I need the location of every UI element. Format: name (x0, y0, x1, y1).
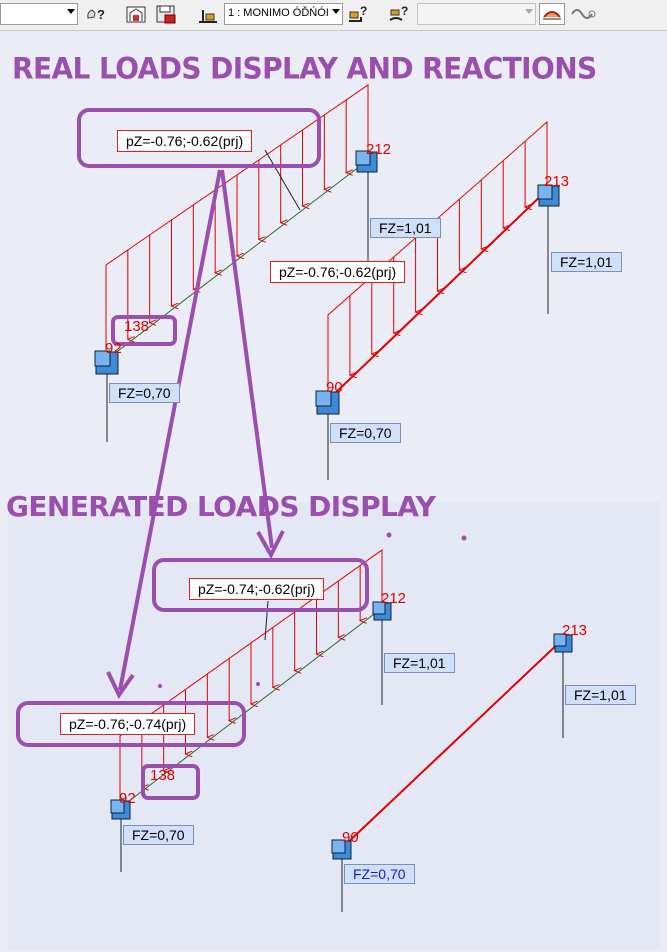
reaction-213: FZ=1,01 (551, 252, 622, 272)
structure-icon[interactable] (196, 3, 220, 25)
reaction-92: FZ=0,70 (123, 825, 194, 845)
load-label-real-right: pZ=-0.76;-0.62(prj) (270, 261, 406, 283)
load-label-real-left: pZ=-0.76;-0.62(prj) (117, 130, 253, 152)
svg-text:?: ? (360, 4, 367, 18)
help-hand-icon[interactable]: ? (84, 3, 110, 25)
real-loads-heading: REAL LOADS DISPLAY AND REACTIONS (12, 51, 597, 86)
beam-top-right (327, 189, 548, 401)
support-213-bottom (553, 633, 573, 653)
node-label-212: 212 (381, 590, 407, 607)
load-case-help-icon[interactable]: ? (347, 3, 371, 25)
save-view-icon[interactable] (154, 3, 178, 25)
annotation-frames (16, 108, 369, 800)
disabled-combo (417, 3, 536, 25)
reaction-92: FZ=0,70 (109, 383, 180, 403)
annotation-dots (158, 532, 467, 688)
reaction-212: FZ=1,01 (384, 653, 455, 673)
reaction-90: FZ=0,70 (344, 864, 415, 884)
element-label-138: 138 (124, 318, 150, 335)
beam-bottom-right (341, 639, 563, 849)
left-combo[interactable] (0, 3, 78, 25)
node-label-213: 213 (544, 173, 570, 190)
svg-text:?: ? (97, 7, 105, 22)
gallery-icon[interactable] (124, 3, 148, 25)
support-213-top (537, 184, 560, 207)
reaction-90: FZ=0,70 (330, 423, 401, 443)
beam-bottom-left (119, 607, 383, 809)
support-90-bottom (331, 839, 352, 860)
beam-top-left (105, 159, 369, 361)
annotation-arrows (106, 169, 285, 699)
node-label-92: 92 (105, 340, 122, 357)
svg-text:?: ? (401, 4, 408, 18)
node-label-90: 90 (342, 829, 359, 846)
load-help-icon[interactable]: ? (388, 3, 412, 25)
support-icons (94, 150, 573, 860)
support-212-top (355, 150, 378, 173)
chevron-down-icon[interactable] (67, 9, 75, 14)
node-label-90: 90 (326, 379, 343, 396)
toolbar: ? 1 : MONIMO ÓĎŃÓI ? ? (0, 0, 667, 31)
chevron-down-icon (525, 9, 533, 14)
wave-icon[interactable] (569, 3, 597, 25)
support-90-top (315, 390, 340, 415)
support-212-bottom (372, 601, 392, 621)
load-case-combo[interactable]: 1 : MONIMO ÓĎŃÓI (224, 3, 343, 25)
reaction-212: FZ=1,01 (370, 218, 441, 238)
reaction-lines (106, 149, 564, 912)
load-label-generated-right: pZ=-0.74;-0.62(prj) (189, 578, 325, 600)
node-label-212: 212 (366, 141, 392, 158)
beam-sections-icon[interactable] (539, 3, 565, 25)
load-label-generated-left: pZ=-0.76;-0.74(prj) (60, 713, 196, 735)
element-label-138: 138 (150, 767, 176, 784)
node-label-213: 213 (562, 622, 588, 639)
support-92-bottom (110, 799, 131, 820)
generated-loads-heading: GENERATED LOADS DISPLAY (6, 490, 436, 523)
node-label-92: 92 (119, 790, 136, 807)
reaction-213: FZ=1,01 (565, 685, 636, 705)
support-92-top (94, 350, 119, 375)
chevron-down-icon[interactable] (332, 9, 340, 14)
